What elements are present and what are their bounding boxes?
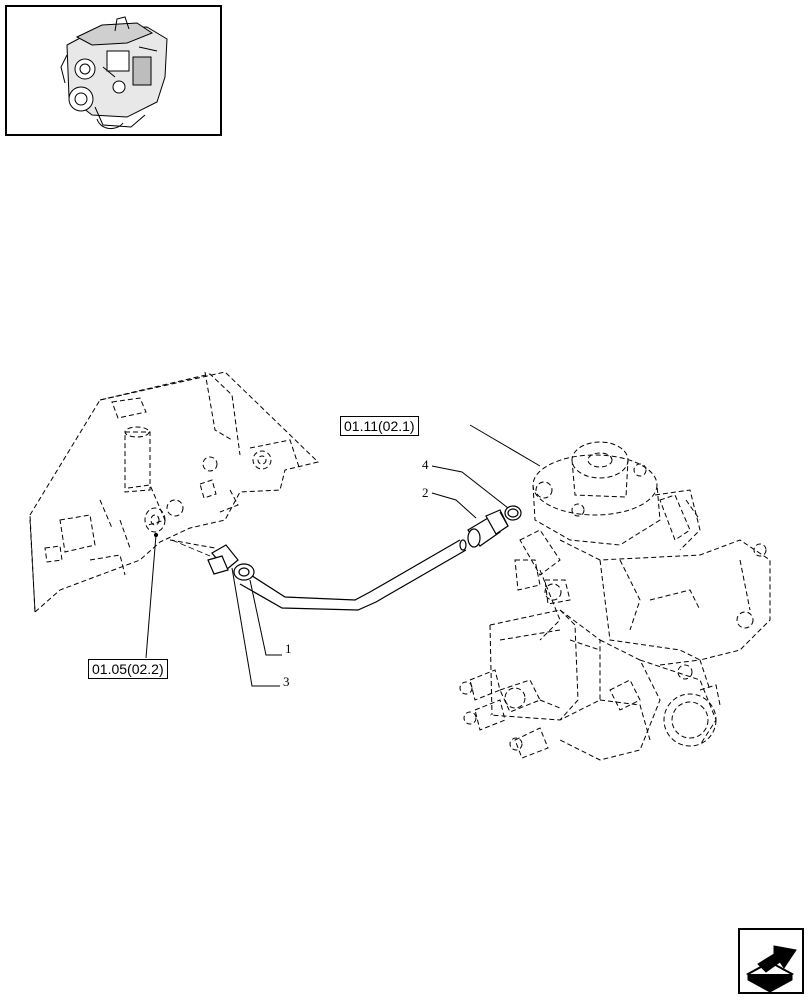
callout-3: 3 [283, 674, 290, 689]
block-reference-label[interactable]: 01.05(02.2) [88, 659, 168, 679]
injection-pump-outline [459, 441, 771, 761]
engine-block-outline [29, 371, 320, 614]
callout-4: 4 [422, 457, 429, 472]
block-ref-leader [145, 532, 159, 659]
pump-ref-leader [469, 424, 541, 467]
pump-reference-label[interactable]: 01.11(02.1) [340, 416, 419, 436]
return-pipe [239, 539, 467, 611]
engine-thumbnail [5, 5, 222, 136]
union-fitting-part-3 [207, 544, 255, 581]
next-page-arrow-icon [745, 945, 797, 992]
callout-2: 2 [422, 485, 429, 500]
connector-fitting-part-2 [467, 509, 509, 548]
centerline [171, 539, 211, 557]
callout-leaders [231, 465, 509, 687]
callout-1: 1 [285, 641, 292, 656]
o-ring-part-4 [504, 505, 522, 521]
next-page-button[interactable] [738, 928, 804, 994]
engine-thumbnail-icon [60, 16, 168, 129]
